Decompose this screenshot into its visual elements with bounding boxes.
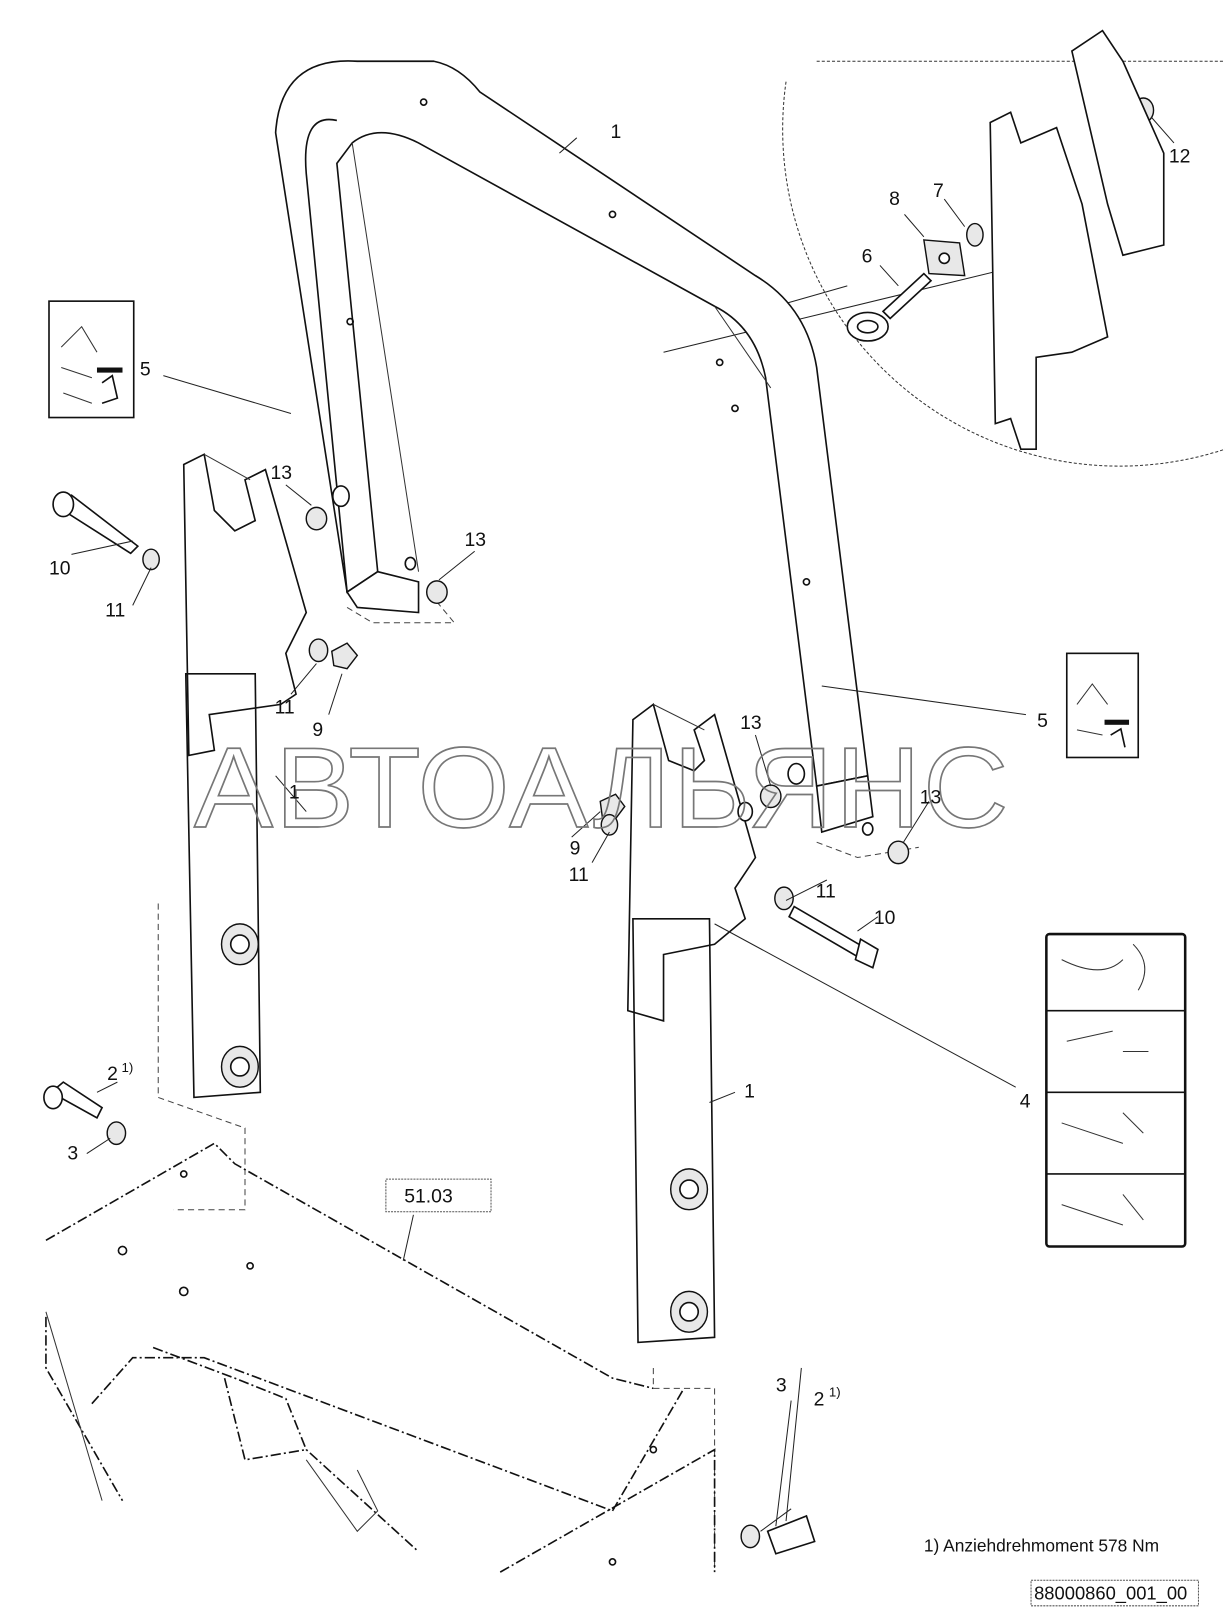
left-post	[182, 453, 308, 1099]
callout: 12	[1169, 145, 1191, 167]
callout: 11	[105, 600, 125, 622]
callout: 13	[271, 462, 293, 484]
callout: 4	[1020, 1091, 1031, 1113]
callout: 6	[862, 245, 873, 267]
callout: 3	[776, 1374, 787, 1396]
fasteners	[43, 97, 1155, 1555]
callout: 5	[140, 359, 151, 381]
callout: 8	[889, 188, 900, 210]
eye-bolt	[881, 272, 933, 320]
footnote: 1) Anziehdrehmoment 578 Nm	[924, 1536, 1159, 1556]
callout: 11	[569, 864, 589, 886]
callout: 13	[464, 529, 486, 551]
callout: 9	[570, 837, 581, 859]
watermark: АВТОАЛЬЯНС	[194, 725, 1011, 852]
reference-box[interactable]: 51.03	[385, 1178, 492, 1213]
callout: 1	[289, 781, 300, 803]
callout: 2	[814, 1389, 825, 1411]
callout: 1	[610, 121, 621, 143]
leader-lines	[71, 117, 1175, 1532]
right-post	[626, 703, 757, 1344]
drawing-number-box	[1030, 1579, 1199, 1607]
callout: 1	[744, 1080, 755, 1102]
callout: 9	[312, 719, 323, 741]
callout: 5	[1037, 710, 1048, 732]
footnote-mark: 1)	[121, 1060, 133, 1075]
callout: 10	[49, 558, 71, 580]
chassis-frame	[45, 1142, 716, 1573]
callout: 11	[816, 880, 836, 902]
callout: 2	[107, 1063, 118, 1085]
callout: 7	[933, 180, 944, 202]
decal-4-instructions	[1045, 932, 1187, 1248]
callout-labels: 1 1 1 2 1) 2 1) 3 3 4 5 5 6 7 8 9 9 10 1…	[49, 121, 1190, 1411]
drawing-number: 88000860_001_00	[1034, 1583, 1187, 1605]
callout: 13	[920, 786, 942, 808]
callout: 13	[740, 712, 762, 734]
reference-label: 51.03	[404, 1186, 452, 1208]
decal-5-left	[48, 300, 135, 419]
decal-5-right	[1065, 652, 1140, 759]
detail-inset-circle	[782, 60, 1225, 467]
callout: 3	[67, 1143, 78, 1165]
screw-right	[788, 905, 869, 961]
footnote-mark: 1)	[829, 1385, 841, 1400]
roll-bar-frame	[274, 60, 874, 834]
callout: 10	[874, 907, 896, 929]
callout: 11	[275, 697, 295, 719]
